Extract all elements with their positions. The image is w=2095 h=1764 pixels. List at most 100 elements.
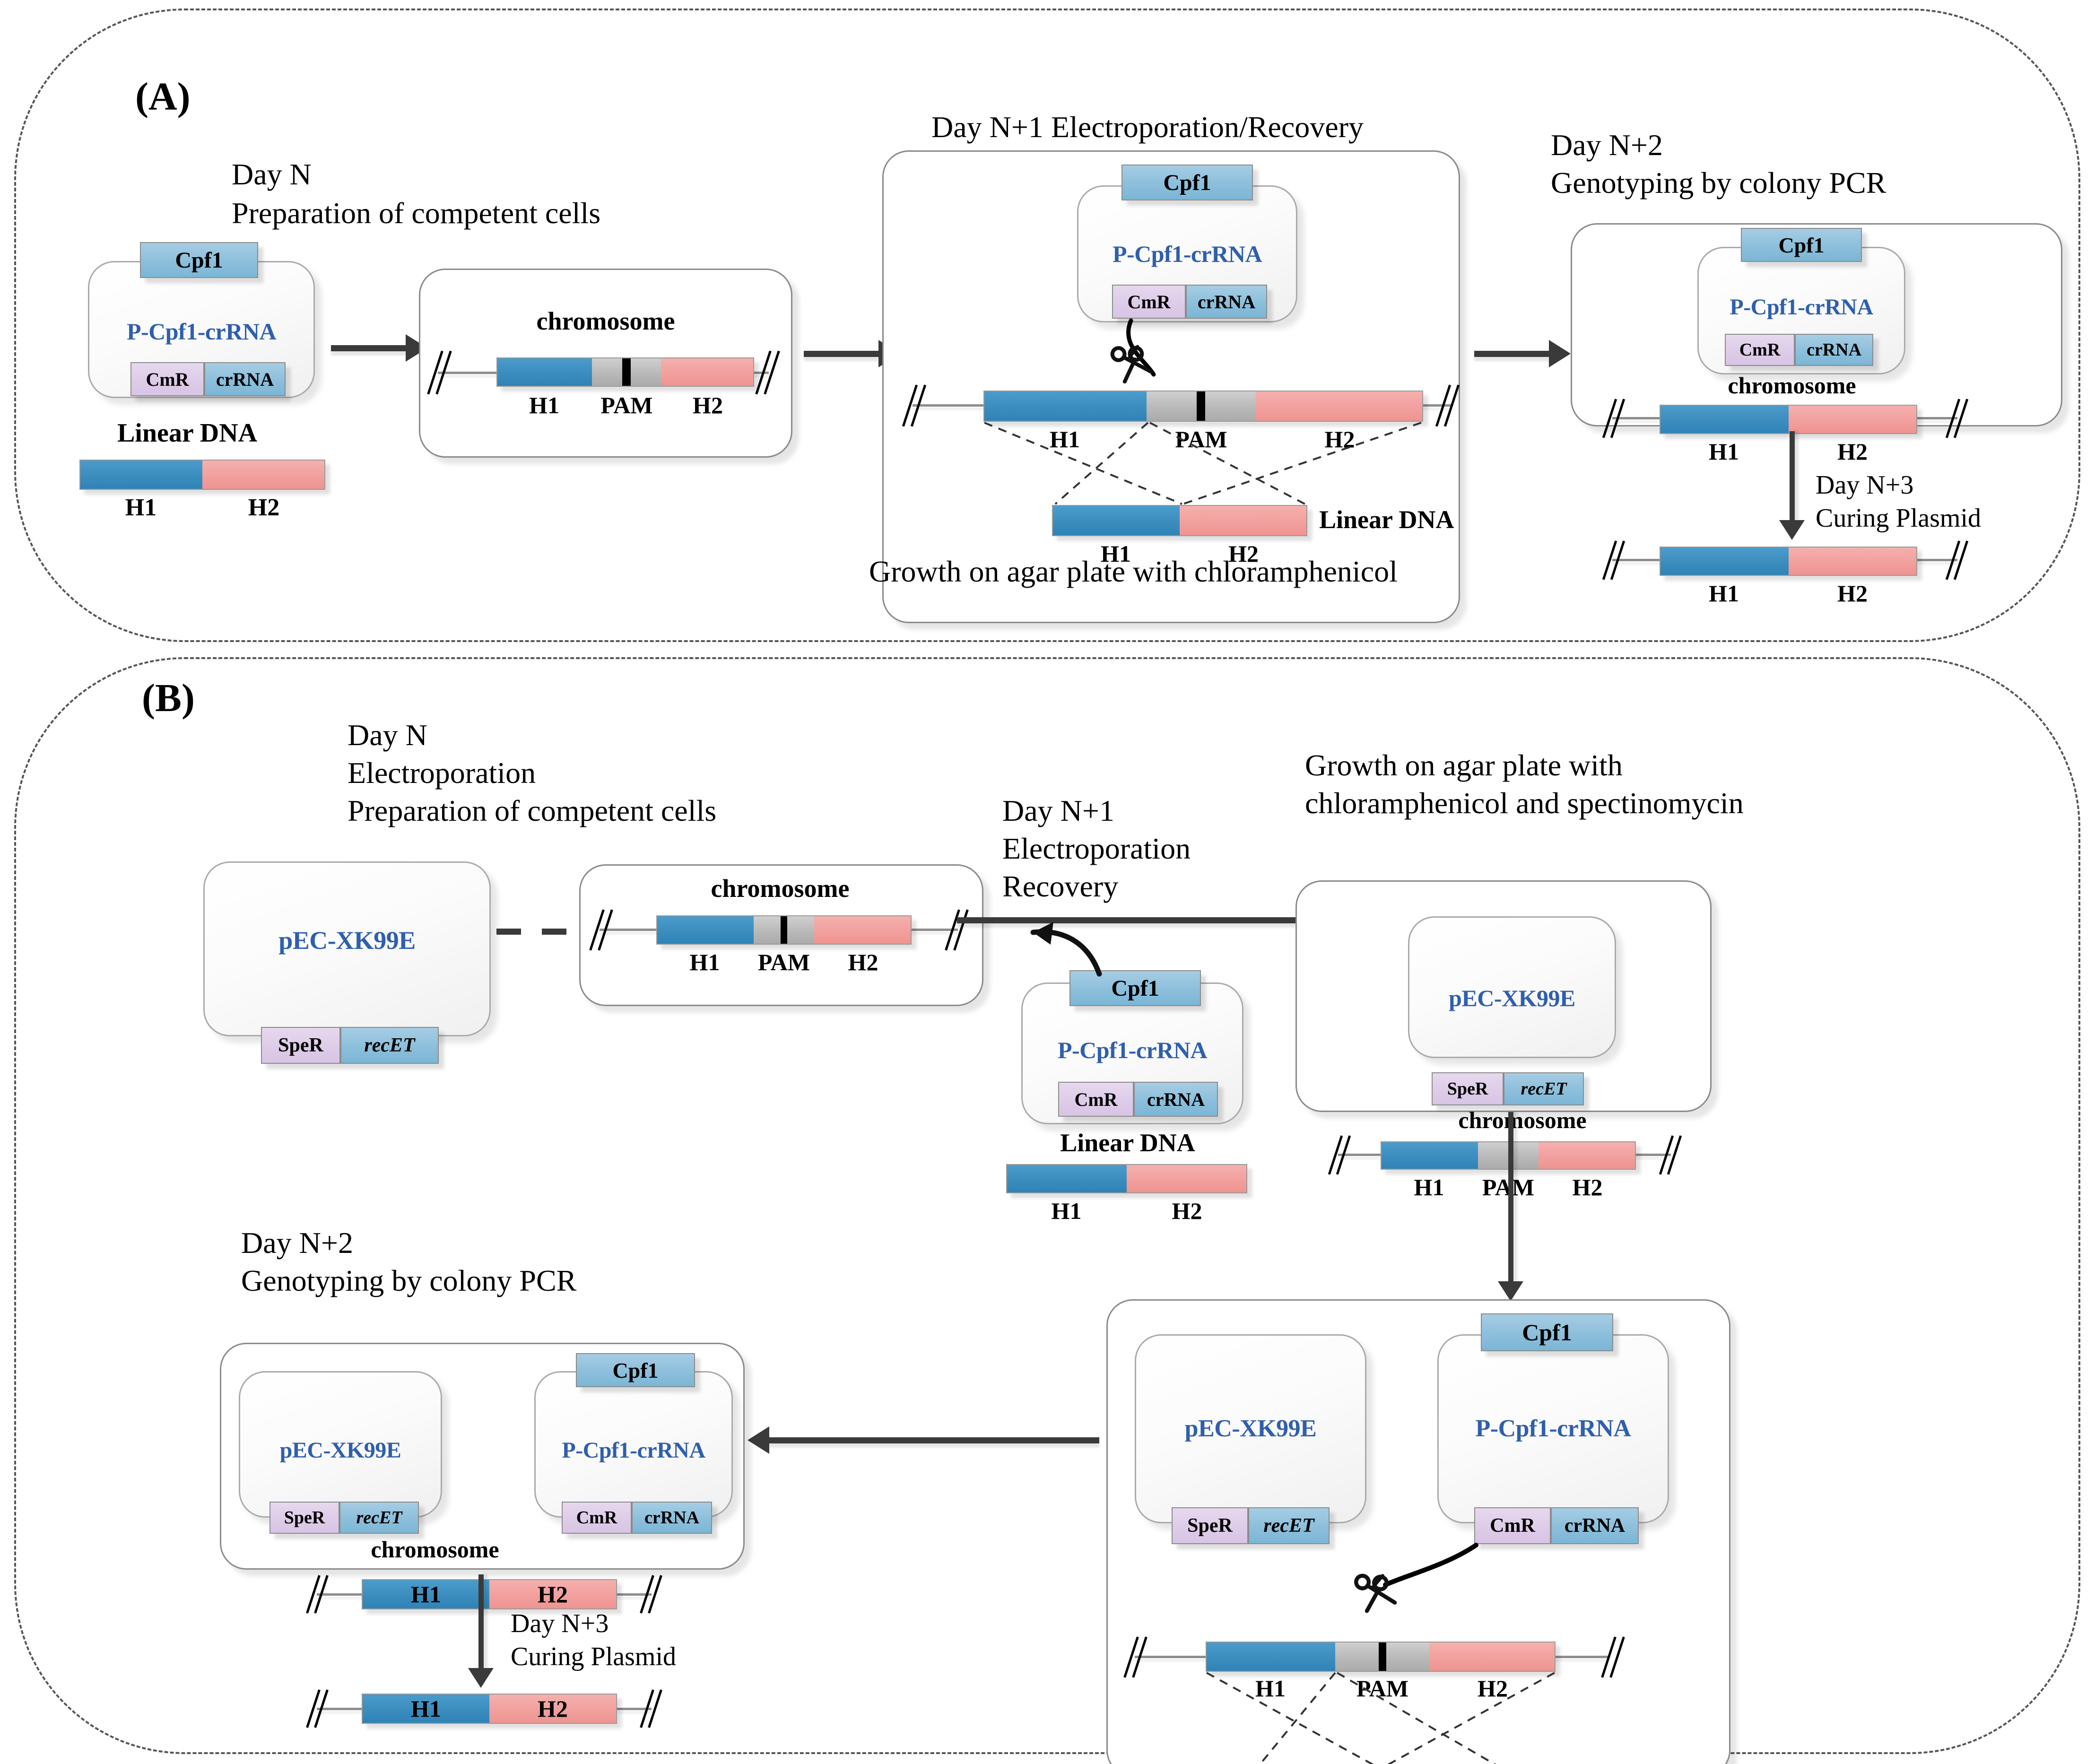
plasmid-name-b5: pEC-XK99E bbox=[279, 1438, 401, 1463]
chromosome-h2-segment-a2 bbox=[661, 358, 753, 386]
recet-gene-label-b3: recET bbox=[1521, 1079, 1567, 1099]
gene-box-crrna-b5: crRNA bbox=[632, 1502, 712, 1534]
chromosome-h1-label-b2: H1 bbox=[689, 949, 720, 975]
panel-a-letter: (A) bbox=[135, 75, 191, 119]
chromosome-h1-segment-a3 bbox=[984, 391, 1147, 421]
gene-box-cpf1-b2: Cpf1 bbox=[1069, 970, 1201, 1006]
linear-dna-h2-label-a3: H2 bbox=[1228, 540, 1259, 567]
chromosome-line-left-b5 bbox=[317, 1593, 369, 1596]
pam-cut-tick-b2 bbox=[780, 916, 787, 944]
gene-box-cmr-b4: CmR bbox=[1474, 1507, 1551, 1544]
chromosome-pam-label-b4: PAM bbox=[1356, 1675, 1409, 1702]
chromosome-label-b2: chromosome bbox=[711, 874, 850, 903]
chromosome-pam-segment-b3 bbox=[1478, 1142, 1539, 1169]
gene-box-recet-b4: recET bbox=[1248, 1507, 1330, 1544]
panel-b-step2-line2: Electroporation bbox=[1002, 832, 1191, 865]
chromosome-line-left-b2 bbox=[600, 929, 661, 931]
gene-box-sper-b5: SpeR bbox=[269, 1502, 339, 1534]
recet-gene-label-b4: recET bbox=[1263, 1515, 1314, 1537]
chromosome-h1-segment-b3 bbox=[1382, 1142, 1478, 1169]
panel-a-curing-caption: Curing Plasmid bbox=[1816, 504, 1982, 533]
gene-box-sper-b4: SpeR bbox=[1172, 1507, 1248, 1544]
chromosome-h1-segment-b5: H1 bbox=[363, 1580, 489, 1608]
panel-b-step1-line3: Preparation of competent cells bbox=[348, 794, 717, 827]
gene-box-sper-b3: SpeR bbox=[1432, 1072, 1504, 1105]
panel-b-step3-line2: chloramphenicol and spectinomycin bbox=[1305, 786, 1744, 820]
final-chromosome-h2-segment-a bbox=[1788, 547, 1916, 575]
linear-dna-h1-label-b2: H1 bbox=[1051, 1198, 1082, 1224]
panel-b-step2-line3: Recovery bbox=[1002, 869, 1119, 903]
chromosome-h2-label-a3: H2 bbox=[1324, 426, 1355, 452]
panel-a-step3-day: Day N+2 bbox=[1551, 128, 1663, 162]
arrow-curing-plasmid-a bbox=[1779, 431, 1805, 540]
linear-dna-h2-segment-a1 bbox=[202, 461, 324, 489]
recet-gene-label: recET bbox=[364, 1034, 415, 1056]
arrow-curing-plasmid-b bbox=[468, 1574, 494, 1688]
plasmid-name-b5: P-Cpf1-crRNA bbox=[562, 1438, 705, 1463]
linear-dna-label-a3: Linear DNA bbox=[1319, 505, 1454, 534]
plasmid-name-b2: P-Cpf1-crRNA bbox=[1057, 1037, 1208, 1063]
chromosome-label-b5: chromosome bbox=[371, 1536, 499, 1563]
final-chromosome-h2-label-a: H2 bbox=[1837, 580, 1868, 607]
final-chromosome-h1-segment-a bbox=[1660, 547, 1789, 575]
linear-dna-bar-b2 bbox=[1006, 1164, 1247, 1193]
panel-b-curing-day: Day N+3 bbox=[511, 1609, 609, 1638]
chromosome-pam-label-a3: PAM bbox=[1175, 426, 1227, 452]
plasmid-pec-xk99e-b3 bbox=[1408, 916, 1616, 1058]
final-chromosome-line-right-b bbox=[610, 1708, 652, 1710]
plasmid-pec-xk99e-b1 bbox=[203, 861, 491, 1036]
panel-b-step5-caption: Genotyping by colony PCR bbox=[241, 1264, 577, 1297]
chromosome-h2-label-b4: H2 bbox=[1478, 1675, 1508, 1702]
gene-box-crrna-a1: crRNA bbox=[204, 362, 286, 396]
gene-box-cmr-a1: CmR bbox=[130, 362, 204, 396]
final-chromosome-line-right-a bbox=[1914, 559, 1957, 561]
plasmid-name-b4: pEC-XK99E bbox=[1184, 1415, 1317, 1442]
chromosome-h2-segment-b3 bbox=[1539, 1142, 1635, 1169]
final-chromosome-h2-segment-b: H2 bbox=[489, 1694, 616, 1723]
chromosome-h2-label-b2: H2 bbox=[848, 949, 878, 975]
gene-box-crrna-b4: crRNA bbox=[1551, 1507, 1639, 1544]
plasmid-name-a3: P-Cpf1-crRNA bbox=[1112, 241, 1262, 267]
gene-box-cmr-a3: CmR bbox=[1112, 285, 1186, 319]
linear-dna-label-a1: Linear DNA bbox=[117, 418, 258, 448]
chromosome-h2-segment-b5: H2 bbox=[489, 1580, 616, 1608]
chromosome-line-left-a4 bbox=[1612, 417, 1664, 419]
final-chromosome-bar-b: H1 H2 bbox=[362, 1694, 617, 1724]
recet-gene-label-b5: recET bbox=[356, 1508, 402, 1528]
final-chromosome-bar-a bbox=[1660, 547, 1917, 576]
chromosome-label-a2: chromosome bbox=[536, 307, 675, 335]
gene-box-crrna-a3: crRNA bbox=[1186, 285, 1267, 319]
chromosome-h1-segment-a2 bbox=[497, 358, 592, 386]
panel-b-step1-day: Day N bbox=[348, 718, 427, 752]
arrow-a2-to-a3 bbox=[804, 340, 900, 367]
chromosome-line-left-b3 bbox=[1338, 1154, 1385, 1156]
panel-a-step1-day: Day N bbox=[232, 157, 312, 191]
gene-box-cmr-a4: CmR bbox=[1725, 334, 1795, 366]
chromosome-line-left-a3 bbox=[913, 404, 998, 407]
panel-b-curing-caption: Curing Plasmid bbox=[511, 1642, 677, 1671]
arrow-a3-to-a4 bbox=[1474, 340, 1571, 367]
chromosome-h1-label-b3: H1 bbox=[1414, 1174, 1444, 1200]
chromosome-line-right-b2 bbox=[904, 929, 958, 931]
panel-b-step3-line1: Growth on agar plate with bbox=[1305, 748, 1623, 782]
chromosome-pam-segment-b4 bbox=[1335, 1642, 1430, 1671]
gene-box-cpf1-a4: Cpf1 bbox=[1741, 228, 1862, 262]
chromosome-pam-label-b3: PAM bbox=[1478, 1173, 1539, 1201]
linear-dna-h2-segment-b2 bbox=[1127, 1165, 1246, 1192]
chromosome-h1-segment-a4 bbox=[1660, 406, 1789, 433]
chromosome-line-right-b5 bbox=[610, 1593, 652, 1596]
chromosome-bar-a4 bbox=[1660, 405, 1917, 434]
chromosome-h2-label-a2: H2 bbox=[693, 392, 723, 418]
chromosome-pam-label-a2: PAM bbox=[600, 392, 653, 418]
gene-box-crrna-b2: crRNA bbox=[1134, 1082, 1218, 1117]
gene-box-cmr-b2: CmR bbox=[1058, 1082, 1134, 1117]
gene-box-cpf1-b4: Cpf1 bbox=[1481, 1313, 1613, 1351]
panel-b-step2-day: Day N+1 bbox=[1002, 794, 1114, 827]
linear-dna-h1-segment-a3 bbox=[1053, 506, 1180, 535]
gene-box-cpf1-a3: Cpf1 bbox=[1121, 165, 1253, 200]
gene-box-cmr-b5: CmR bbox=[562, 1502, 632, 1534]
chromosome-bar-b4 bbox=[1206, 1642, 1556, 1672]
chromosome-pam-segment-a2 bbox=[592, 358, 661, 386]
chromosome-h1-label-a2: H1 bbox=[529, 392, 559, 418]
